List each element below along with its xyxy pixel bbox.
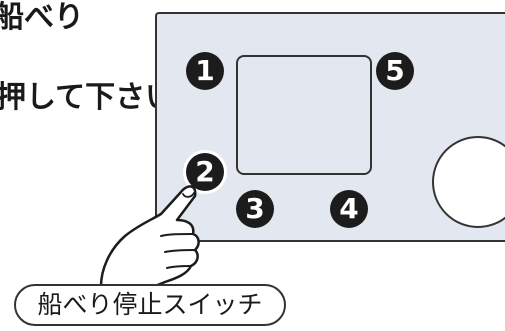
instruction-line-1: 船べり: [0, 0, 84, 35]
button-1[interactable]: 1: [186, 52, 224, 90]
dial-knob[interactable]: [432, 136, 505, 228]
button-3[interactable]: 3: [236, 190, 274, 228]
button-2[interactable]: 2: [186, 153, 224, 191]
button-4[interactable]: 4: [330, 190, 368, 228]
switch-label: 船べり停止スイッチ: [14, 284, 286, 326]
button-5[interactable]: 5: [376, 52, 414, 90]
pointing-hand-icon: [99, 185, 200, 288]
display-screen: [236, 55, 372, 175]
